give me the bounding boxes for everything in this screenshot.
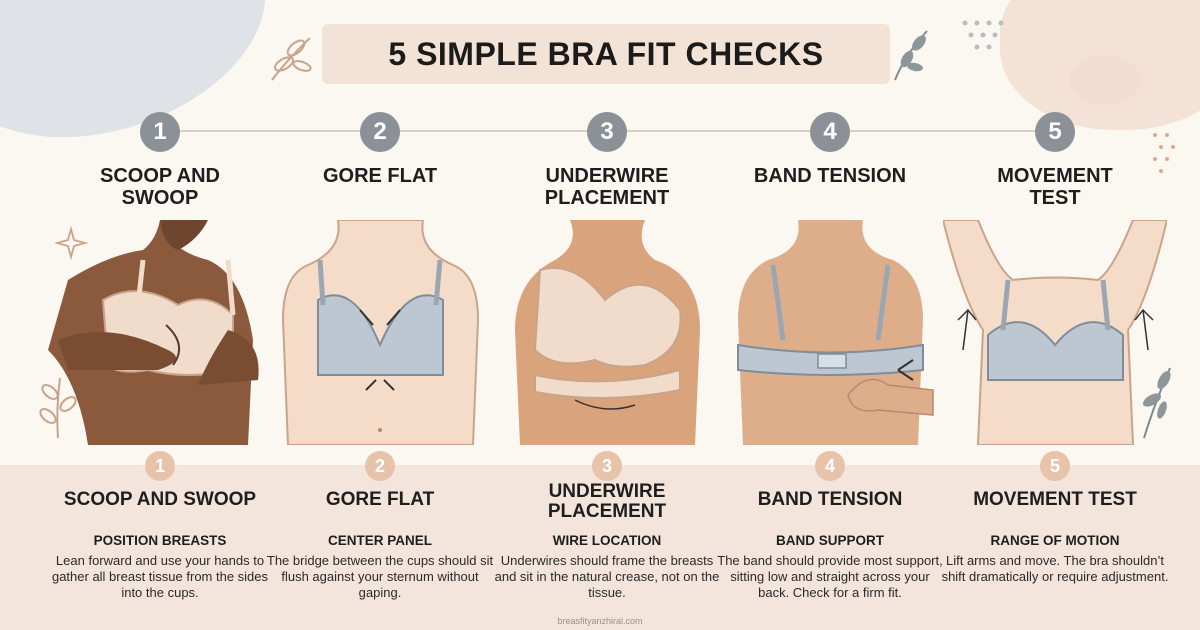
step-number-badge: 4 [815,451,845,481]
step-1: 1 SCOOP AND SWOOP 1 SCOOP AND SWOOP POSI… [40,0,280,630]
title-banner: 5 SIMPLE BRA FIT CHECKS [322,24,890,84]
step-subtitle: CENTER PANEL [327,533,432,548]
gore-flat-illustration [281,220,480,445]
step-description: Lean forward and use your hands to gathe… [51,553,269,600]
step-bottom-heading: SCOOP AND SWOOP [63,489,257,510]
leaf-icon [1142,367,1171,439]
page-title: 5 SIMPLE BRA FIT CHECKS [388,35,824,72]
decor-blob [1070,55,1140,105]
step-bottom-heading: GORE FLAT [325,489,435,510]
step-heading: SCOOP AND SWOOP [99,165,221,209]
step-subtitle: RANGE OF MOTION [990,533,1120,548]
step-number-badge: 5 [1035,112,1075,152]
step-bottom-heading: BAND TENSION [757,489,903,510]
step-3: 3 UNDERWIRE PLACEMENT 3 UNDERWIRE PLACEM… [487,0,727,630]
step-heading: UNDERWIRE PLACEMENT [544,165,670,209]
band-tension-illustration [737,220,934,445]
step-number-badge: 4 [810,112,850,152]
dots-decoration [1153,133,1175,173]
step-bottom-heading: UNDERWIRE PLACEMENT [547,481,667,522]
step-heading: BAND TENSION [753,165,907,187]
step-description: The bridge between the cups should sit f… [266,553,494,600]
dots-decoration [962,20,1004,50]
step-description: Lift arms and move. The bra shouldn’t sh… [941,553,1169,584]
step-description: The band should provide most support, si… [717,553,943,600]
step-subtitle: POSITION BREASTS [93,533,227,548]
footer-url: breasfityanzhiral.com [557,616,643,626]
step-2: 2 GORE FLAT 2 GORE FLAT CENTER PANEL The… [260,0,500,630]
step-heading: GORE FLAT [322,165,438,187]
bottom-panel [0,465,1200,630]
step-number-badge: 2 [365,451,395,481]
step-number-badge: 2 [360,112,400,152]
leaf-icon [39,377,77,439]
step-subtitle: WIRE LOCATION [552,533,662,548]
step-5: 5 MOVEMENT TEST 5 MOVEMENT TEST RANGE OF… [935,0,1175,630]
step-description: Underwires should frame the breasts and … [494,553,720,600]
step-bottom-heading: MOVEMENT TEST [973,489,1137,510]
step-heading: MOVEMENT TEST [997,165,1113,209]
leaf-icon [271,37,312,81]
step-subtitle: BAND SUPPORT [775,533,884,548]
sparkle-icon [55,225,89,261]
step-number-badge: 1 [145,451,175,481]
leaf-icon [894,30,928,81]
step-number-badge: 5 [1040,451,1070,481]
underwire-placement-illustration [515,220,700,445]
movement-test-illustration [943,220,1167,445]
step-number-badge: 3 [592,451,622,481]
step-4: 4 BAND TENSION 4 BAND TENSION BAND SUPPO… [710,0,950,630]
step-number-badge: 3 [587,112,627,152]
step-number-badge: 1 [140,112,180,152]
scoop-and-swoop-illustration [48,220,259,445]
